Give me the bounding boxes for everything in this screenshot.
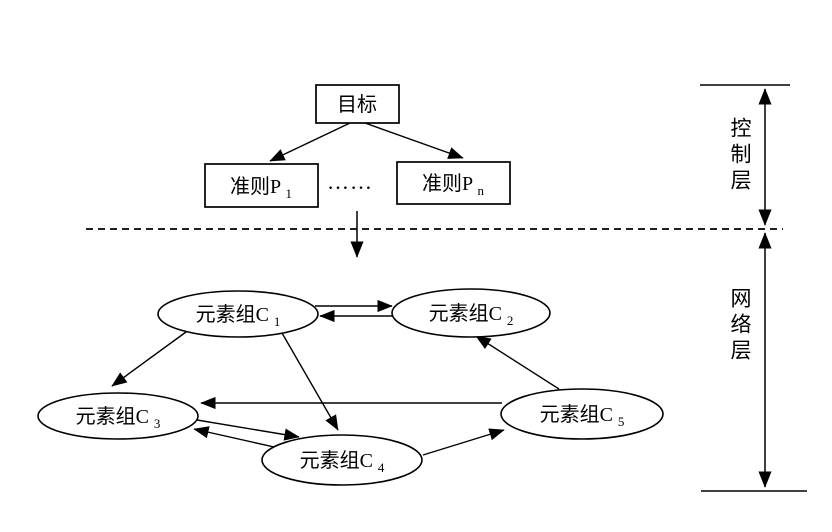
network-layer-label: 网络层	[728, 287, 752, 365]
element-group-c3-base: 元素组C	[76, 405, 149, 428]
criterion-p1-label: 准则P 1	[230, 175, 292, 201]
element-group-c5-ellipse	[500, 388, 664, 440]
criterion-pn-sub: n	[477, 183, 484, 198]
element-group-c3-label: 元素组C 3	[76, 405, 161, 431]
element-group-c2-sub: 2	[507, 313, 514, 328]
element-group-c4-sub: 4	[378, 460, 385, 475]
ellipsis-dots: ……	[327, 169, 373, 194]
arrow-goal-to-criterion-1	[269, 122, 351, 162]
arrow-goal-to-criterion-n	[364, 122, 464, 159]
edge-c4-to-c3	[193, 426, 284, 450]
element-group-c2-label: 元素组C 2	[429, 302, 514, 328]
element-group-c1-ellipse	[157, 290, 319, 338]
element-group-c2-ellipse	[391, 288, 551, 338]
edge-c4-to-c5	[422, 428, 505, 456]
element-group-c4-ellipse	[261, 434, 423, 486]
element-group-c2-base: 元素组C	[429, 302, 502, 325]
element-group-c4-label: 元素组C 4	[300, 449, 385, 475]
edge-c5-to-c2	[475, 335, 560, 390]
goal-box	[315, 84, 400, 124]
criterion-p1-base: 准则P	[230, 175, 281, 198]
element-group-c1-label: 元素组C 1	[196, 303, 281, 329]
element-group-c5-base: 元素组C	[540, 403, 613, 426]
criterion-p1-box	[204, 163, 319, 208]
element-group-c3-ellipse	[37, 392, 199, 440]
criterion-pn-box	[396, 161, 511, 205]
element-group-c1-base: 元素组C	[196, 303, 269, 326]
goal-label: 目标	[337, 93, 377, 116]
element-group-c5-sub: 5	[618, 414, 625, 429]
element-group-c3-sub: 3	[154, 416, 161, 431]
control-layer-label: 控制层	[728, 117, 752, 195]
criterion-p1-sub: 1	[285, 186, 292, 201]
element-group-c1-sub: 1	[274, 314, 281, 329]
element-group-c5-label: 元素组C 5	[540, 403, 625, 429]
edge-c1-to-c4	[281, 332, 339, 431]
element-group-c4-base: 元素组C	[300, 449, 373, 472]
criterion-pn-label: 准则P n	[422, 172, 484, 198]
edge-c1-to-c3	[111, 331, 187, 387]
edge-c3-to-c4	[196, 419, 300, 441]
criterion-pn-base: 准则P	[422, 172, 473, 195]
